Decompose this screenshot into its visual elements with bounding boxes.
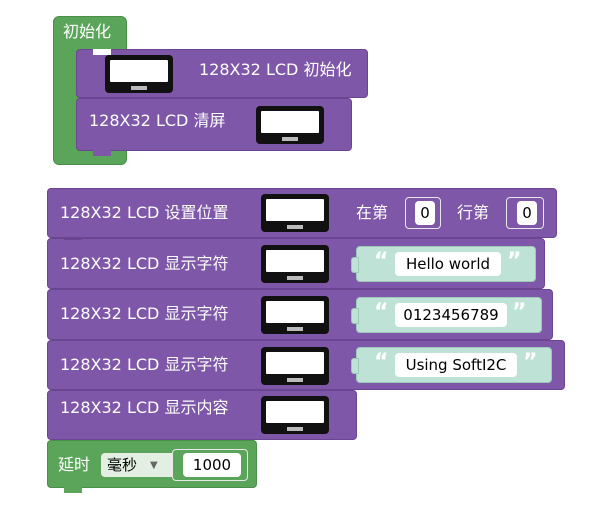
column-input[interactable]: 0 [415,201,435,225]
lcd-init-label: 128X32 LCD 初始化 [199,60,352,79]
set-position-label: 128X32 LCD 设置位置 [60,203,229,222]
lcd-screen-icon [261,194,329,232]
lcd-screen-icon [105,55,173,93]
unit-dropdown[interactable]: 毫秒 [101,453,179,477]
string-input[interactable]: 0123456789 [395,303,507,327]
lcd-screen-icon [256,106,324,144]
row-input[interactable]: 0 [517,201,537,225]
string-input[interactable]: Hello world [395,252,501,276]
lcd-screen-icon [261,296,329,334]
open-quote-icon: “ [374,300,389,325]
delay-label: 延时 [58,455,91,474]
close-quote-icon: ” [507,249,522,274]
at-label: 在第 [356,203,389,222]
open-quote-icon: “ [374,249,389,274]
setup-label: 初始化 [63,22,112,41]
lcd-screen-icon [261,245,329,283]
string-input[interactable]: Using SoftI2C [395,353,517,377]
show-text-label: 128X32 LCD 显示字符 [60,254,229,273]
row-label: 行第 [457,203,490,222]
lcd-clear-label: 128X32 LCD 清屏 [89,111,226,130]
caret-down-icon: ▼ [150,460,158,471]
close-quote-icon: ” [523,350,538,375]
unit-value: 毫秒 [107,456,138,474]
close-quote-icon: ” [512,300,527,325]
lcd-screen-icon [261,396,329,434]
show-text-label: 128X32 LCD 显示字符 [60,304,229,323]
display-label: 128X32 LCD 显示内容 [60,398,229,417]
lcd-screen-icon [261,347,329,385]
show-text-label: 128X32 LCD 显示字符 [60,355,229,374]
open-quote-icon: “ [374,350,389,375]
delay-input[interactable]: 1000 [183,453,241,477]
